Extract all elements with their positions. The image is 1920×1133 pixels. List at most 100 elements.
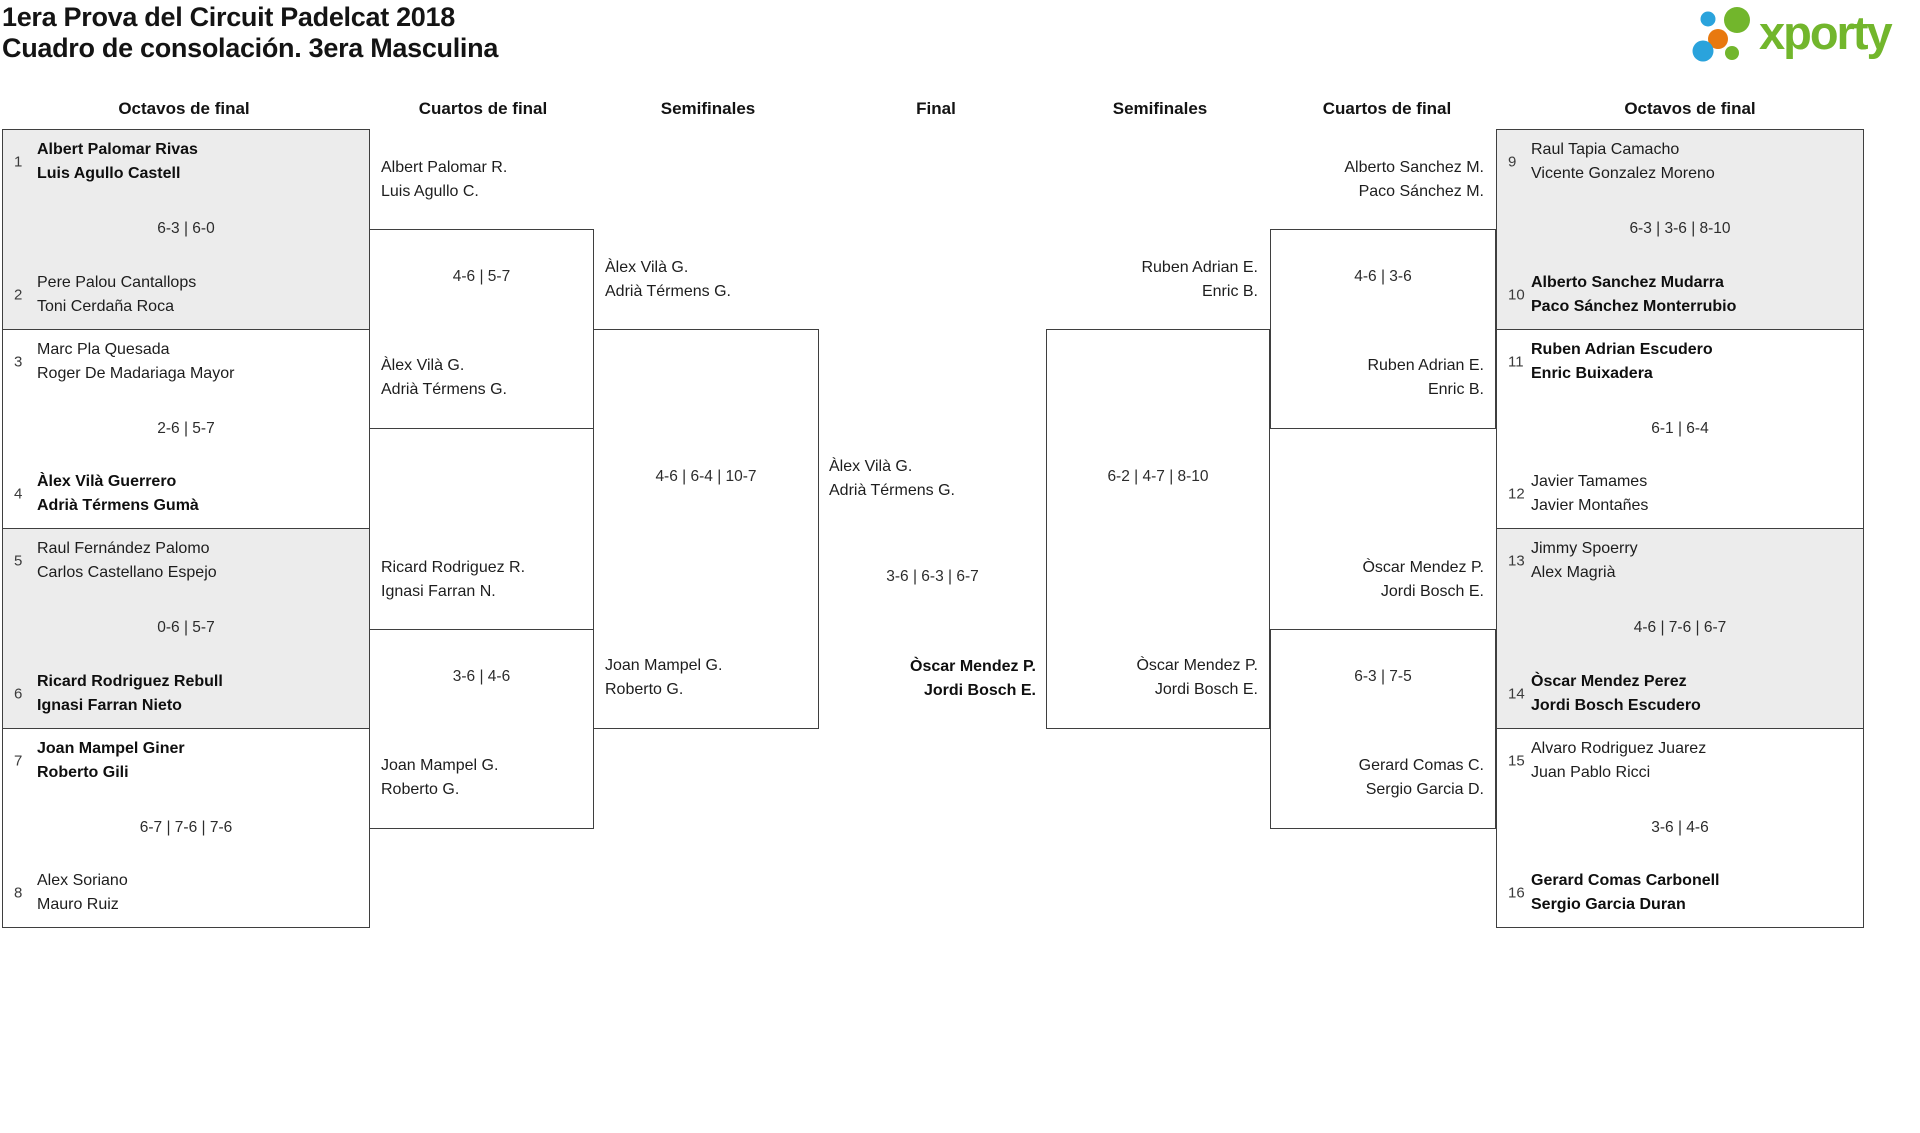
player-name: Àlex Vilà G. bbox=[605, 259, 689, 276]
cuartos-left-match-2: Ricard Rodriguez R. Ignasi Farran N. 3-6… bbox=[369, 559, 594, 829]
player-name: Juan Pablo Ricci bbox=[1531, 763, 1651, 781]
bracket-slot: 12 Javier Tamames Javier Montañes bbox=[1497, 470, 1857, 518]
bracket-slot: 14 Òscar Mendez Perez Jordi Bosch Escude… bbox=[1497, 670, 1857, 718]
player-name: Albert Palomar Rivas bbox=[37, 141, 198, 158]
player-name: Joan Mampel G. bbox=[605, 657, 723, 674]
player-name: Jordi Bosch Escudero bbox=[1531, 696, 1701, 714]
player-name: Òscar Mendez P. bbox=[1362, 559, 1484, 576]
team-names: Ricard Rodriguez R. Ignasi Farran N. bbox=[381, 556, 582, 604]
seed-number: 5 bbox=[14, 552, 23, 570]
round-header-cuartos-right: Cuartos de final bbox=[1322, 99, 1452, 118]
final-score: 3-6 | 6-3 | 6-7 bbox=[886, 568, 979, 585]
team-names: Joan Mampel G. Roberto G. bbox=[381, 754, 582, 802]
player-name: Alex Soriano bbox=[37, 872, 128, 889]
octavos-right-column: 9 Raul Tapia Camacho Vicente Gonzalez Mo… bbox=[1496, 129, 1864, 928]
player-name: Enric B. bbox=[1201, 283, 1258, 300]
seed-number: 12 bbox=[1508, 485, 1525, 503]
player-name: Òscar Mendez P. bbox=[1136, 657, 1258, 674]
octavos-right-match-2: 11 Ruben Adrian Escudero Enric Buixadera… bbox=[1497, 328, 1863, 529]
team-names: Ricard Rodriguez Rebull Ignasi Farran Ni… bbox=[37, 670, 363, 718]
bracket-slot: 2 Pere Palou Cantallops Toni Cerdaña Roc… bbox=[3, 271, 363, 319]
team-names: Ruben Adrian E. Enric B. bbox=[1058, 256, 1258, 304]
player-name: Luis Agullo Castell bbox=[37, 165, 181, 182]
team-names: Alex Soriano Mauro Ruiz bbox=[37, 869, 363, 917]
seed-number: 8 bbox=[14, 884, 23, 902]
player-name: Òscar Mendez P. bbox=[910, 658, 1036, 675]
player-name: Sergio Garcia D. bbox=[1365, 781, 1484, 798]
seed-number: 1 bbox=[14, 153, 23, 171]
player-name: Alvaro Rodriguez Juarez bbox=[1531, 739, 1707, 757]
team-names: Albert Palomar R. Luis Agullo C. bbox=[381, 156, 582, 204]
player-name: Roberto G. bbox=[381, 781, 460, 798]
player-name: Ruben Adrian E. bbox=[1367, 357, 1484, 374]
player-name: Gerard Comas Carbonell bbox=[1531, 872, 1720, 889]
bracket-slot: 4 Àlex Vilà Guerrero Adrià Térmens Gumà bbox=[3, 470, 363, 518]
seed-number: 15 bbox=[1508, 752, 1525, 769]
player-name: Alex Magrià bbox=[1531, 564, 1616, 581]
round-header-octavos-left: Octavos de final bbox=[118, 99, 250, 118]
semifinal-right-match: Ruben Adrian E. Enric B. 6-2 | 4-7 | 8-1… bbox=[1046, 259, 1270, 729]
team-names: Àlex Vilà Guerrero Adrià Térmens Gumà bbox=[37, 470, 363, 518]
player-name: Vicente Gonzalez Moreno bbox=[1531, 165, 1715, 182]
page-subtitle: Cuadro de consolación. 3era Masculina bbox=[2, 33, 499, 63]
octavos-left-match-1: 1 Albert Palomar Rivas Luis Agullo Caste… bbox=[3, 130, 369, 329]
final-team-top: Àlex Vilà G. Adrià Térmens G. bbox=[829, 455, 955, 503]
octavos-right-match-1: 9 Raul Tapia Camacho Vicente Gonzalez Mo… bbox=[1497, 130, 1863, 329]
player-name: Paco Sánchez M. bbox=[1358, 183, 1484, 200]
player-name: Joan Mampel G. bbox=[381, 757, 499, 774]
seed-number: 4 bbox=[14, 485, 23, 503]
team-names: Òscar Mendez Perez Jordi Bosch Escudero bbox=[1531, 670, 1857, 718]
match-score: 6-1 | 6-4 bbox=[1651, 419, 1709, 437]
team-names: Òscar Mendez P. Jordi Bosch E. bbox=[1058, 654, 1258, 702]
player-name: Roger De Madariaga Mayor bbox=[37, 364, 235, 382]
player-name: Adrià Térmens G. bbox=[381, 381, 507, 398]
octavos-left-match-2: 3 Marc Pla Quesada Roger De Madariaga Ma… bbox=[3, 328, 369, 529]
player-name: Paco Sánchez Monterrubio bbox=[1531, 297, 1737, 315]
player-name: Alberto Sanchez M. bbox=[1344, 159, 1484, 176]
player-name: Jordi Bosch E. bbox=[1380, 583, 1484, 600]
player-name: Ruben Adrian Escudero bbox=[1531, 340, 1713, 358]
xporty-logo-text: xporty bbox=[1759, 6, 1893, 59]
bracket-slot: 3 Marc Pla Quesada Roger De Madariaga Ma… bbox=[3, 338, 363, 386]
player-name: Raul Tapia Camacho bbox=[1531, 141, 1680, 158]
bracket-slot: 8 Alex Soriano Mauro Ruiz bbox=[3, 869, 363, 917]
player-name: Roberto G. bbox=[605, 681, 684, 698]
team-names: Jimmy Spoerry Alex Magrià bbox=[1531, 537, 1857, 585]
player-name: Luis Agullo C. bbox=[381, 183, 479, 200]
team-names: Àlex Vilà G. Adrià Térmens G. bbox=[605, 256, 807, 304]
bracket-slot: 9 Raul Tapia Camacho Vicente Gonzalez Mo… bbox=[1497, 138, 1857, 186]
octavos-left-match-4: 7 Joan Mampel Giner Roberto Gili 6-7 | 7… bbox=[3, 727, 369, 928]
player-name: Javier Tamames bbox=[1531, 473, 1648, 490]
player-name: Mauro Ruiz bbox=[37, 896, 119, 913]
semifinal-left-match: Àlex Vilà G. Adrià Térmens G. 4-6 | 6-4 … bbox=[593, 259, 819, 729]
player-name: Enric B. bbox=[1427, 381, 1484, 398]
bracket-slot: 7 Joan Mampel Giner Roberto Gili bbox=[3, 737, 363, 785]
match-score: 6-3 | 6-0 bbox=[157, 220, 215, 238]
player-name: Òscar Mendez Perez bbox=[1531, 672, 1687, 690]
team-names: Joan Mampel G. Roberto G. bbox=[605, 654, 807, 702]
round-header-octavos-right: Octavos de final bbox=[1624, 99, 1756, 118]
team-names: Pere Palou Cantallops Toni Cerdaña Roca bbox=[37, 271, 363, 319]
bracket-slot: 11 Ruben Adrian Escudero Enric Buixadera bbox=[1497, 338, 1857, 386]
player-name: Jimmy Spoerry bbox=[1531, 540, 1638, 557]
octavos-left-column: 1 Albert Palomar Rivas Luis Agullo Caste… bbox=[2, 129, 370, 928]
cuartos-right-match-2: Òscar Mendez P. Jordi Bosch E. 6-3 | 7-5… bbox=[1270, 559, 1496, 829]
cuartos-left-match-1: Albert Palomar R. Luis Agullo C. 4-6 | 5… bbox=[369, 159, 594, 429]
player-name: Àlex Vilà Guerrero bbox=[37, 473, 177, 490]
team-names: Javier Tamames Javier Montañes bbox=[1531, 470, 1857, 518]
team-names: Òscar Mendez P. Jordi Bosch E. bbox=[1282, 556, 1484, 604]
team-names: Alberto Sanchez M. Paco Sánchez M. bbox=[1282, 156, 1484, 204]
match-score: 4-6 | 5-7 bbox=[452, 268, 511, 285]
bracket-slot: 6 Ricard Rodriguez Rebull Ignasi Farran … bbox=[3, 670, 363, 718]
team-names: Gerard Comas C. Sergio Garcia D. bbox=[1282, 754, 1484, 802]
bracket-slot: 16 Gerard Comas Carbonell Sergio Garcia … bbox=[1497, 869, 1857, 917]
player-name: Ignasi Farran Nieto bbox=[37, 696, 182, 714]
bracket-slot: 1 Albert Palomar Rivas Luis Agullo Caste… bbox=[3, 138, 363, 186]
round-header-final: Final bbox=[916, 99, 956, 118]
seed-number: 3 bbox=[14, 353, 23, 370]
bracket-slot: 13 Jimmy Spoerry Alex Magrià bbox=[1497, 537, 1857, 585]
player-name: Jordi Bosch E. bbox=[1154, 681, 1258, 698]
seed-number: 13 bbox=[1508, 552, 1525, 570]
bracket-slot: 15 Alvaro Rodriguez Juarez Juan Pablo Ri… bbox=[1497, 737, 1857, 785]
